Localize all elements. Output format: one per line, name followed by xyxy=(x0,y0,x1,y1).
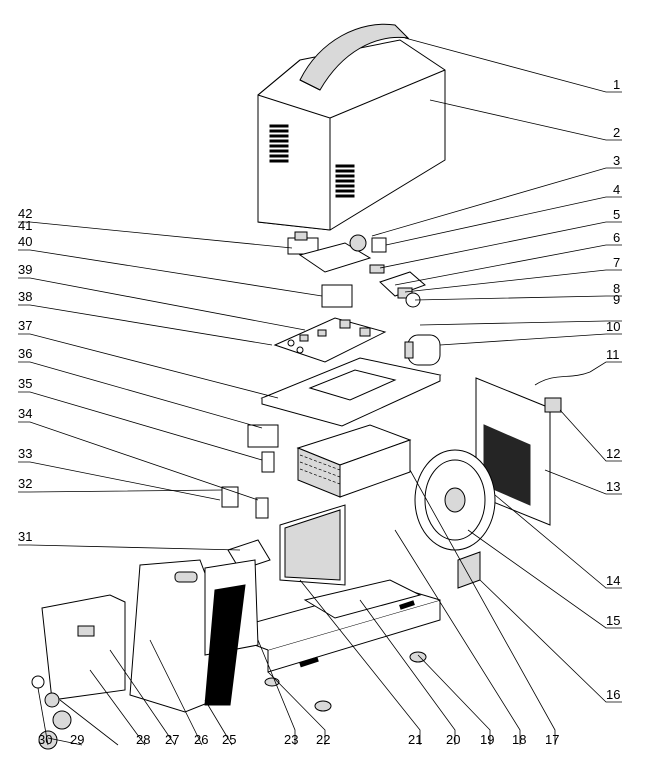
callout-1: 1 xyxy=(613,77,620,92)
main-plate xyxy=(260,357,442,427)
callout-35: 35 xyxy=(18,376,32,391)
front-frame xyxy=(129,559,216,713)
callout-22: 22 xyxy=(316,732,330,747)
callout-18: 18 xyxy=(512,732,526,747)
callout-8: 8 xyxy=(613,281,620,296)
callout-6: 6 xyxy=(613,230,620,245)
callout-20: 20 xyxy=(446,732,460,747)
callout-numbers: 1 2 3 4 5 6 7 8 9 10 11 12 13 14 15 16 1… xyxy=(18,77,620,747)
callout-17: 17 xyxy=(545,732,559,747)
callout-26: 26 xyxy=(194,732,208,747)
callout-30: 30 xyxy=(38,732,52,747)
callout-19: 19 xyxy=(480,732,494,747)
heat-sink-lower xyxy=(279,504,346,586)
callout-13: 13 xyxy=(606,479,620,494)
rear-panel xyxy=(475,377,551,526)
callout-21: 21 xyxy=(408,732,422,747)
callout-5: 5 xyxy=(613,207,620,222)
callout-14: 14 xyxy=(606,573,620,588)
callout-7: 7 xyxy=(613,255,620,270)
callout-29: 29 xyxy=(70,732,84,747)
vent-slots-left xyxy=(269,124,289,163)
carry-handle xyxy=(299,23,410,91)
callout-25: 25 xyxy=(222,732,236,747)
callout-36: 36 xyxy=(18,346,32,361)
callout-23: 23 xyxy=(284,732,298,747)
vent-slots-right xyxy=(335,164,355,198)
output-terminals xyxy=(31,675,72,750)
callout-34: 34 xyxy=(18,406,32,421)
heat-sink-upper xyxy=(296,424,412,498)
callout-31: 31 xyxy=(18,529,32,544)
power-cable xyxy=(534,371,591,413)
callout-2: 2 xyxy=(613,125,620,140)
callout-28: 28 xyxy=(136,732,150,747)
callout-39: 39 xyxy=(18,262,32,277)
callout-32: 32 xyxy=(18,476,32,491)
top-cover xyxy=(257,39,446,231)
front-window xyxy=(204,559,259,706)
fan-bracket xyxy=(457,551,481,589)
callout-24: 24 xyxy=(248,732,262,747)
callout-33: 33 xyxy=(18,446,32,461)
callout-40: 40 xyxy=(18,234,32,249)
front-panel xyxy=(41,594,126,701)
callout-9: 9 xyxy=(613,292,620,307)
callout-10: 10 xyxy=(606,319,620,334)
feet xyxy=(264,651,427,712)
callout-27: 27 xyxy=(165,732,179,747)
callout-37: 37 xyxy=(18,318,32,333)
callout-41: 41 xyxy=(18,218,32,233)
front-components xyxy=(221,424,279,579)
callout-3: 3 xyxy=(613,153,620,168)
callout-15: 15 xyxy=(606,613,620,628)
callout-12: 12 xyxy=(606,446,620,461)
callout-4: 4 xyxy=(613,182,620,197)
fan xyxy=(414,449,496,551)
callout-11: 11 xyxy=(606,347,620,362)
leader-lines xyxy=(18,37,622,746)
callout-38: 38 xyxy=(18,289,32,304)
upper-components xyxy=(273,231,441,366)
callout-42: 42 xyxy=(18,206,32,221)
callout-16: 16 xyxy=(606,687,620,702)
